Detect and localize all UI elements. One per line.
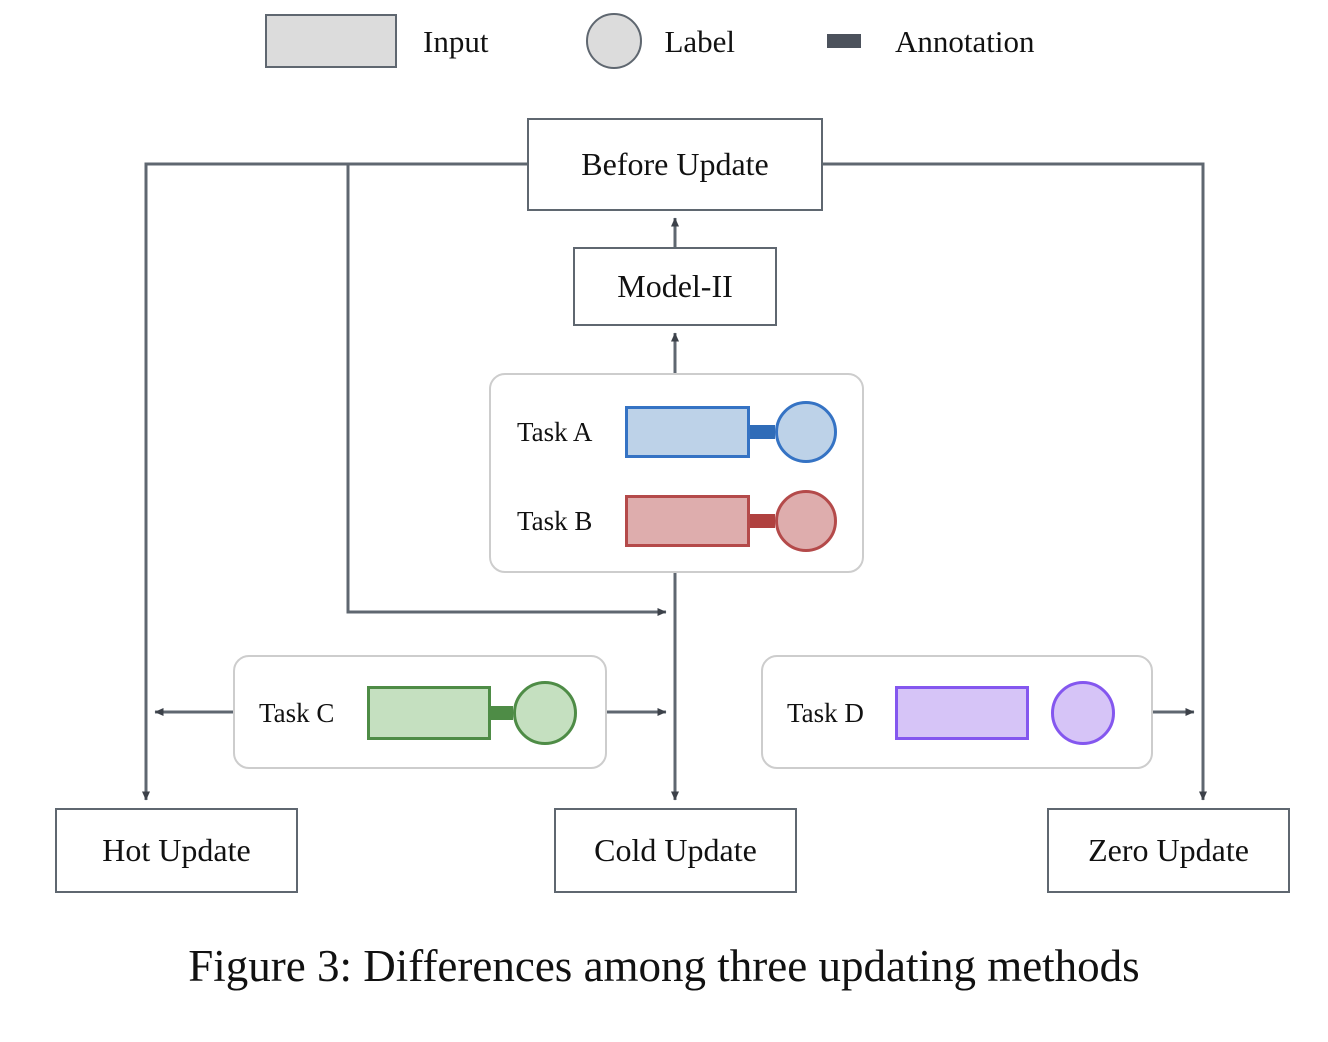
input-rect-swatch-icon — [265, 14, 397, 68]
legend-label-annotation: Annotation — [895, 23, 1035, 59]
annotation-bar-swatch-icon — [827, 34, 862, 48]
legend-item-input: Input — [265, 14, 488, 68]
node-model-ii[interactable]: Model-II — [573, 247, 777, 326]
legend-label-label: Label — [664, 23, 736, 59]
task-annotation-bar-c — [491, 706, 513, 720]
task-label-circle-b — [775, 490, 837, 552]
task-input-rect-c — [367, 686, 491, 740]
task-row-d[interactable]: Task D — [787, 681, 1115, 745]
node-zero-update[interactable]: Zero Update — [1047, 808, 1290, 893]
legend-label-input: Input — [423, 23, 489, 59]
task-glyph-a — [625, 401, 837, 463]
task-glyph-d — [895, 681, 1115, 745]
legend: Input Label Annotation — [265, 10, 1095, 72]
node-cold-update[interactable]: Cold Update — [554, 808, 797, 893]
task-group-c: Task C — [233, 655, 607, 769]
task-label-circle-a — [775, 401, 837, 463]
node-before-update[interactable]: Before Update — [527, 118, 823, 211]
task-label-a: Task A — [517, 416, 593, 447]
node-hot-update[interactable]: Hot Update — [55, 808, 298, 893]
task-glyph-b — [625, 490, 837, 552]
task-label-circle-c — [513, 681, 577, 745]
task-label-d: Task D — [787, 697, 864, 728]
task-input-rect-b — [625, 495, 750, 547]
task-annotation-gap-d — [1029, 706, 1051, 720]
task-input-rect-d — [895, 686, 1029, 740]
task-annotation-bar-a — [750, 425, 775, 439]
task-group-d: Task D — [761, 655, 1153, 769]
label-circle-swatch-icon — [586, 13, 643, 69]
task-row-b[interactable]: Task B — [517, 490, 837, 552]
legend-item-label: Label — [586, 13, 735, 69]
task-label-b: Task B — [517, 505, 593, 536]
task-label-c: Task C — [259, 697, 335, 728]
task-input-rect-a — [625, 406, 750, 458]
figure-caption: Figure 3: Differences among three updati… — [188, 941, 1140, 991]
task-label-circle-d — [1051, 681, 1115, 745]
task-glyph-c — [367, 681, 577, 745]
task-annotation-bar-b — [750, 514, 775, 528]
legend-item-annotation: Annotation — [827, 26, 1035, 57]
task-row-c[interactable]: Task C — [259, 681, 577, 745]
task-row-a[interactable]: Task A — [517, 401, 837, 463]
task-group-ab: Task A Task B — [489, 373, 864, 573]
